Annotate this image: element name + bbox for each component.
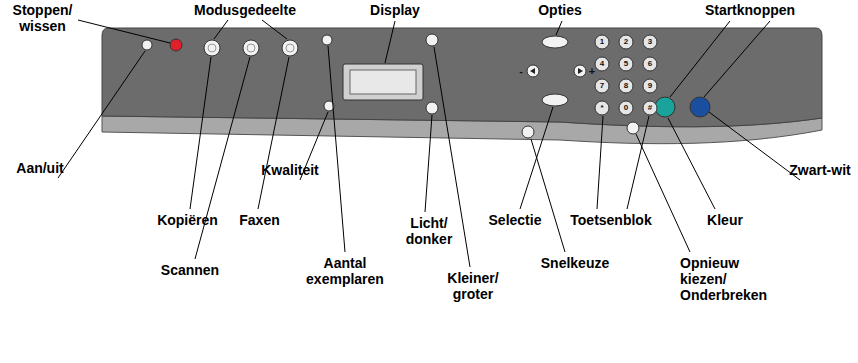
leader-line [78,20,170,43]
resize-button [426,34,438,46]
copies-button [322,35,332,45]
callout-label: Snelkeuze [535,255,615,271]
leader-line [214,20,228,39]
arrow-button [574,65,586,77]
keypad-key [595,57,609,71]
callout-label: Aan/uit [5,160,75,176]
key-label: # [643,103,657,113]
leader-line [425,115,432,212]
leader-line [58,51,145,178]
callout-label: Startknoppen [700,2,800,18]
callout-label: Kopiëren [150,212,225,228]
callout-label: Display [360,2,430,18]
arrow-left [530,68,535,74]
callout-label: Kwaliteit [255,162,325,178]
panel-body [102,28,822,127]
callout-label: Modusgedeelte [190,2,300,18]
leader-line [670,21,730,97]
keypad-key [619,57,633,71]
key-label: 4 [595,59,609,69]
leader-line [636,134,690,252]
buttons [142,34,710,138]
callout-label: Opties [530,2,590,18]
callout-label: Kleur [700,212,750,228]
speed-dial-button [522,126,534,138]
key-label: 0 [619,103,633,113]
leader-line [385,21,395,63]
callout-label: Opnieuw kiezen/ Onderbreken [680,255,780,303]
keypad-key [643,79,657,93]
callout-label: Faxen [232,212,287,228]
keypad-key [643,35,657,49]
key-label: 7 [595,81,609,91]
power-button [142,40,152,50]
leader-lines [58,20,800,267]
key-label: 1 [595,37,609,47]
key-label: 3 [643,37,657,47]
mode-button-ring [247,44,255,52]
leader-line [258,57,289,209]
key-label: 6 [643,59,657,69]
keypad-key [643,101,657,115]
leader-line [668,118,715,209]
mode-button [282,40,298,56]
sign-label: + [586,65,598,77]
keypad-key [595,101,609,115]
leader-line [704,21,770,97]
display-screen [350,70,416,94]
keypad-key [595,79,609,93]
mode-button-ring [208,44,216,52]
key-label: 9 [643,81,657,91]
mode-button-ring [286,44,294,52]
leader-line [195,57,250,259]
lightness-button [426,102,438,114]
leader-line [709,112,800,180]
arrow-button [527,65,539,77]
keypad-key [643,57,657,71]
key-label: 2 [619,37,633,47]
key-label: 8 [619,81,633,91]
keypad-key [619,101,633,115]
mono-start-button [690,97,710,117]
sign-label: - [515,65,527,77]
leader-line [262,20,287,39]
callout-label: Selectie [480,212,550,228]
options-button [542,36,568,48]
key-label: 5 [619,59,633,69]
mode-button [204,40,220,56]
arrow-right [578,68,583,74]
keypad [595,35,657,115]
stop-button [170,39,182,51]
keypad-key [619,35,633,49]
leader-line [556,21,562,35]
display-frame [343,64,423,100]
leader-line [627,116,649,209]
leader-line [531,139,565,252]
leader-line [328,46,345,252]
keypad-key [619,79,633,93]
callout-label: Stoppen/ wissen [5,2,80,34]
color-start-button [655,97,675,117]
callout-label: Scannen [150,262,230,278]
leader-line [597,116,603,209]
mode-button [243,40,259,56]
redial-button [627,122,639,134]
callout-label: Toetsenblok [565,212,657,228]
callout-label: Licht/ donker [398,215,460,247]
select-button [542,94,568,106]
callout-label: Zwart-wit [786,162,854,178]
callout-label: Aantal exemplaren [300,255,390,287]
callout-label: Kleiner/ groter [440,270,506,302]
keypad-key [595,35,609,49]
key-label: * [595,103,609,113]
leader-line [190,57,211,209]
